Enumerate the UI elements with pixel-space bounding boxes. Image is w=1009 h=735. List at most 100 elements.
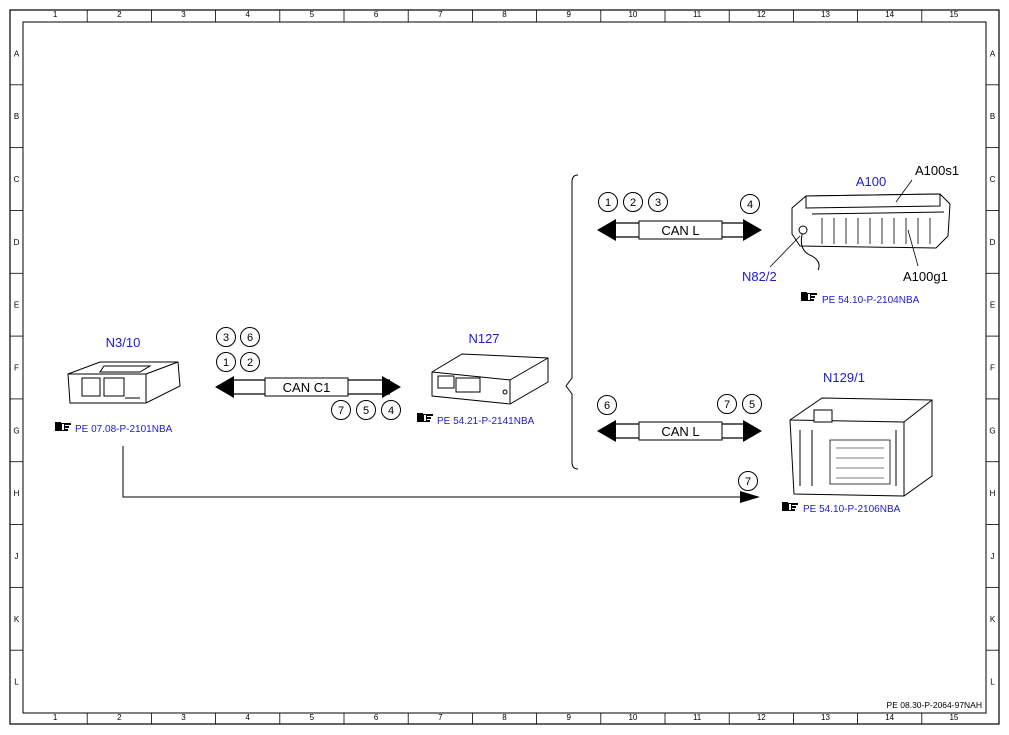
row-label-left: B	[14, 112, 19, 121]
marker-6: 6	[240, 327, 260, 347]
reference-a100[interactable]: PE 54.10-P-2104NBA	[822, 295, 920, 306]
svg-text:1: 1	[223, 357, 229, 369]
column-label-top: 1	[53, 10, 58, 19]
frame-grid: 1122334455667788991010111112121313141415…	[10, 10, 999, 724]
pointing-hand-icon	[417, 413, 433, 422]
direct-connection: 7	[122, 446, 760, 503]
row-label-right: D	[990, 238, 996, 247]
column-label-bottom: 4	[245, 713, 250, 722]
column-label-top: 3	[181, 10, 186, 19]
arrow-left-icon	[597, 420, 616, 442]
column-label-top: 9	[566, 10, 571, 19]
column-label-bottom: 13	[821, 713, 830, 722]
module-illustration	[789, 397, 933, 497]
ecu-module-illustration	[67, 361, 181, 404]
svg-text:2: 2	[630, 197, 636, 209]
component-label-a100g1: A100g1	[903, 269, 948, 284]
svg-text:6: 6	[604, 400, 610, 412]
arrow-left-icon	[215, 376, 234, 398]
svg-text:7: 7	[338, 405, 344, 417]
control-unit-illustration	[431, 353, 549, 405]
column-label-top: 5	[310, 10, 315, 19]
row-label-left: F	[14, 364, 19, 373]
leader-a100g1	[907, 229, 919, 267]
row-label-right: K	[990, 615, 996, 624]
branch-bracket	[565, 174, 579, 470]
arrow-right-icon	[743, 219, 762, 241]
column-label-top: 7	[438, 10, 443, 19]
component-label-n127: N127	[468, 331, 499, 346]
component-a100[interactable]: A100 A100s1 A100g1 N82/2 PE 54.10-P-2104…	[742, 163, 959, 306]
row-label-left: L	[14, 678, 19, 687]
svg-text:6: 6	[247, 332, 253, 344]
bus-can-l-bottom: CAN L 6 7 5	[597, 394, 762, 442]
column-label-top: 2	[117, 10, 122, 19]
arrow-right-icon	[743, 420, 762, 442]
component-n3-10[interactable]: N3/10 PE 07.08-P-2101NBA	[55, 335, 181, 435]
column-label-bottom: 10	[628, 713, 637, 722]
marker-5: 5	[742, 394, 762, 414]
row-label-left: D	[14, 238, 20, 247]
leader-a100s1	[895, 179, 913, 203]
column-label-top: 6	[374, 10, 379, 19]
reference-n3-10[interactable]: PE 07.08-P-2101NBA	[75, 424, 173, 435]
column-label-bottom: 9	[566, 713, 571, 722]
bus-label-can-l-bottom: CAN L	[661, 424, 699, 439]
marker-2: 2	[623, 192, 643, 212]
marker-3: 3	[216, 327, 236, 347]
reference-n127[interactable]: PE 54.21-P-2141NBA	[437, 416, 535, 427]
row-label-left: J	[15, 552, 19, 561]
row-label-left: H	[14, 489, 20, 498]
row-label-right: B	[990, 112, 995, 121]
row-label-left: K	[14, 615, 20, 624]
pointing-hand-icon	[801, 292, 817, 301]
marker-7: 7	[331, 400, 351, 420]
pointing-hand-icon	[782, 502, 798, 511]
row-label-right: A	[990, 49, 996, 58]
marker-6: 6	[597, 395, 617, 415]
svg-text:5: 5	[363, 405, 369, 417]
row-label-right: C	[990, 175, 996, 184]
svg-text:1: 1	[605, 197, 611, 209]
column-label-bottom: 8	[502, 713, 507, 722]
component-label-n3-10: N3/10	[106, 335, 141, 350]
column-label-bottom: 3	[181, 713, 186, 722]
row-label-left: G	[13, 426, 19, 435]
component-n129-1[interactable]: N129/1 PE 54.10-P-2106NBA	[782, 370, 933, 515]
component-label-n82-2: N82/2	[742, 269, 777, 284]
column-label-bottom: 11	[693, 713, 702, 722]
arrow-right-icon	[382, 376, 401, 398]
marker-4: 4	[381, 400, 401, 420]
marker-2: 2	[240, 352, 260, 372]
column-label-top: 12	[757, 10, 766, 19]
drawing-frame	[9, 9, 1000, 725]
svg-text:4: 4	[388, 405, 394, 417]
document-reference: PE 08.30-P-2064-97NAH	[887, 700, 982, 710]
component-label-a100: A100	[856, 174, 886, 189]
svg-text:7: 7	[724, 399, 730, 411]
row-label-right: E	[990, 301, 995, 310]
column-label-top: 15	[949, 10, 958, 19]
column-label-top: 8	[502, 10, 507, 19]
svg-text:7: 7	[745, 476, 751, 488]
leader-n82-2	[769, 235, 801, 268]
battery-module-illustration	[791, 193, 951, 271]
reference-n129-1[interactable]: PE 54.10-P-2106NBA	[803, 504, 901, 515]
pointing-hand-icon	[55, 422, 71, 431]
row-label-right: G	[989, 426, 995, 435]
row-label-left: E	[14, 301, 19, 310]
marker-4: 4	[740, 194, 760, 214]
svg-text:4: 4	[747, 199, 753, 211]
marker-7: 7	[717, 394, 737, 414]
marker-1: 1	[216, 352, 236, 372]
column-label-top: 11	[693, 10, 702, 19]
component-n127[interactable]: N127 PE 54.21-P-2141NBA	[417, 331, 549, 427]
svg-text:3: 3	[223, 332, 229, 344]
component-label-a100s1: A100s1	[915, 163, 959, 178]
column-label-bottom: 1	[53, 713, 58, 722]
arrow-left-icon	[597, 219, 616, 241]
row-label-right: F	[990, 364, 995, 373]
column-label-bottom: 15	[949, 713, 958, 722]
row-label-right: L	[990, 678, 995, 687]
